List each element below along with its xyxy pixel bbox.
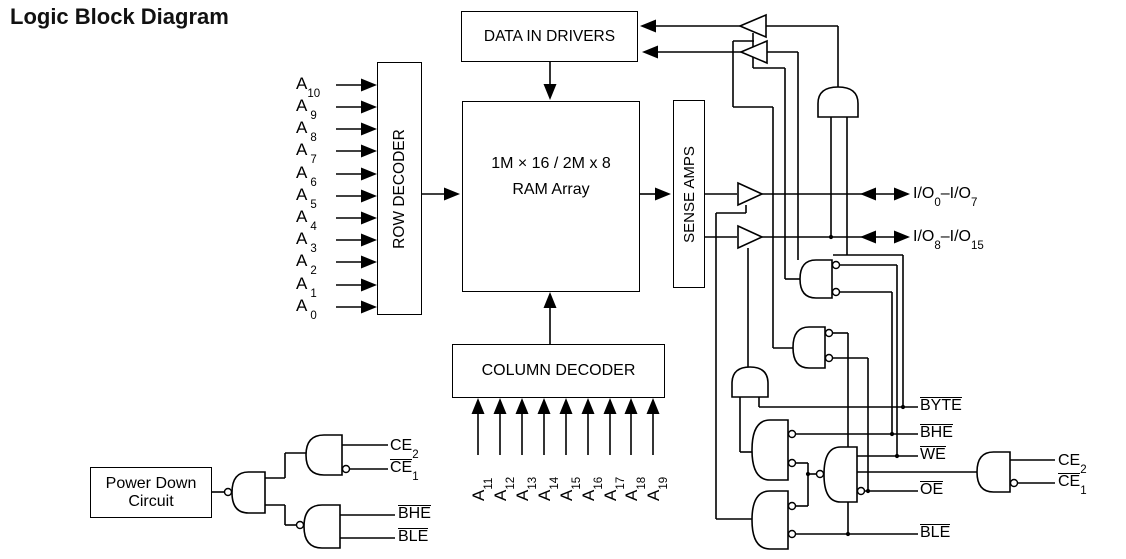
column-address-label-A11: A11 [469, 477, 496, 501]
right-control-label-OE: OE [920, 481, 944, 498]
row-address-label-A4: A4 [296, 207, 317, 234]
row-decoder-label: ROW DECODER [390, 128, 408, 249]
column-address-label-A15: A15 [557, 476, 584, 501]
data-in-drivers-box: DATA IN DRIVERS [461, 11, 638, 62]
column-address-label-A18: A18 [622, 476, 649, 501]
row-address-label-A6: A6 [296, 163, 317, 190]
column-decoder-box: COLUMN DECODER [452, 344, 665, 398]
left-control-label-CE2: CE2 [390, 437, 419, 462]
column-address-label-A19: A19 [644, 476, 671, 501]
column-address-label-A12: A12 [491, 476, 518, 501]
left-control-label-BLE: BLE [398, 528, 429, 545]
ram-array-label: 1M × 16 / 2M x 8 RAM Array [491, 151, 611, 203]
row-decoder-box: ROW DECODER [377, 62, 422, 315]
far-right-control-label-CE1: CE1 [1058, 473, 1087, 498]
column-address-label-A14: A14 [535, 476, 562, 501]
power-down-line2: Circuit [128, 492, 174, 510]
overline-bar: OE [920, 481, 944, 498]
right-control-label-BHE: BHE [920, 424, 953, 441]
row-address-label-A9: A9 [296, 96, 317, 123]
overline-bar: BHE [920, 424, 953, 441]
page-title: Logic Block Diagram [10, 4, 229, 29]
row-address-label-A1: A1 [296, 274, 317, 301]
column-address-label-A17: A17 [601, 476, 628, 501]
row-address-label-A2: A2 [296, 251, 317, 278]
overline-bar: CE [390, 459, 413, 476]
overline-bar: BYTE [920, 397, 962, 414]
row-address-label-A8: A8 [296, 118, 317, 145]
overline-bar: WE [920, 446, 946, 463]
io-port-label-8-15: I/O8–I/O15 [913, 228, 984, 253]
column-address-label-A13: A13 [513, 476, 540, 501]
left-control-label-CE1: CE1 [390, 459, 419, 484]
column-decoder-label: COLUMN DECODER [481, 362, 636, 379]
overline-bar: CE [1058, 473, 1081, 490]
io-port-label-0-7: I/O0–I/O7 [913, 185, 978, 210]
row-address-label-A3: A3 [296, 229, 317, 256]
power-down-label: Power Down Circuit [106, 475, 197, 511]
right-control-label-BYTE: BYTE [920, 397, 962, 414]
overline-bar: BHE [398, 505, 431, 522]
sense-amps-label: SENSE AMPS [680, 145, 698, 243]
row-address-label-A0: A0 [296, 296, 317, 323]
data-in-drivers-label: DATA IN DRIVERS [483, 27, 616, 45]
row-address-label-A7: A7 [296, 140, 317, 167]
power-down-line1: Power Down [105, 474, 197, 492]
ram-array-box: 1M × 16 / 2M x 8 RAM Array [462, 101, 640, 292]
far-right-control-label-CE2: CE2 [1058, 452, 1087, 477]
overline-bar: BLE [398, 528, 429, 545]
right-control-label-WE: WE [920, 446, 946, 463]
sense-amps-box: SENSE AMPS [673, 100, 705, 288]
row-address-label-A5: A5 [296, 185, 317, 212]
column-address-label-A16: A16 [579, 476, 606, 501]
overline-bar: BLE [920, 524, 951, 541]
ram-size-text: 1M × 16 / 2M x 8 [491, 154, 611, 172]
left-control-label-BHE: BHE [398, 505, 431, 522]
right-control-label-BLE: BLE [920, 524, 951, 541]
row-address-label-A10: A10 [296, 74, 321, 101]
power-down-circuit-box: Power Down Circuit [90, 467, 212, 518]
ram-array-text: RAM Array [512, 180, 590, 198]
